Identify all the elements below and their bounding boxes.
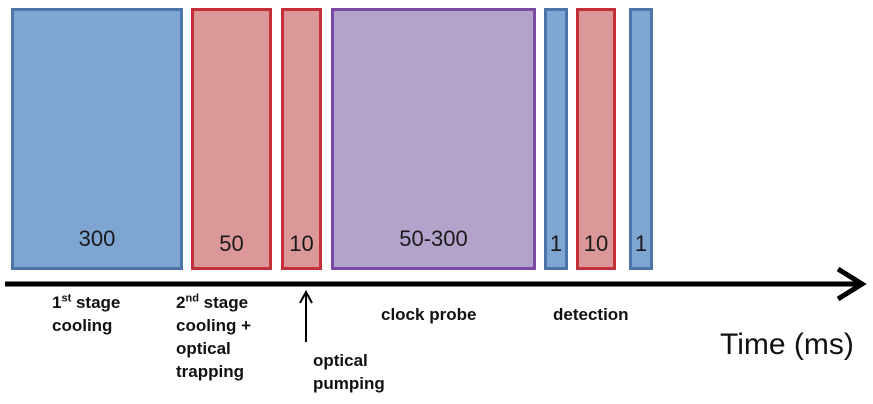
duration-label: 50 xyxy=(219,231,244,256)
label-line1-rest: stage xyxy=(71,293,121,312)
block-first-stage-cooling: 300 xyxy=(11,8,183,270)
block-detection-3: 1 xyxy=(629,8,653,270)
label-optical-pumping: optical pumping xyxy=(313,349,385,395)
duration-label: 10 xyxy=(583,231,609,256)
label-second-stage-cooling: 2nd stage cooling + optical trapping xyxy=(176,291,251,383)
duration-label: 1 xyxy=(549,231,563,256)
label-line2: cooling xyxy=(52,316,113,335)
label-line4: trapping xyxy=(176,362,244,381)
block-detection-2: 10 xyxy=(576,8,616,270)
block-second-stage-cooling: 50 xyxy=(191,8,272,270)
label-ordinal: 1 xyxy=(52,293,62,312)
label-line2: cooling + xyxy=(176,316,252,335)
label-first-stage-cooling: 1st stage cooling xyxy=(52,291,120,337)
label-detection: detection xyxy=(553,305,629,324)
time-axis-arrow xyxy=(5,266,867,302)
duration-label: 10 xyxy=(289,231,314,256)
label-line3: optical xyxy=(176,339,231,358)
block-detection-1: 1 xyxy=(544,8,568,270)
duration-label: 50-300 xyxy=(399,226,468,251)
duration-label: 300 xyxy=(78,226,116,251)
label-line2: pumping xyxy=(313,374,385,393)
label-ordinal: 2 xyxy=(176,293,186,312)
label-ordinal-suffix: st xyxy=(61,292,72,305)
block-optical-trapping: 10 xyxy=(281,8,322,270)
optical-pumping-arrow xyxy=(299,289,313,342)
duration-label: 1 xyxy=(634,231,648,256)
label-ordinal-suffix: nd xyxy=(185,292,199,305)
label-line1: optical xyxy=(313,351,368,370)
time-axis-label: Time (ms) xyxy=(720,328,854,361)
label-clock-probe: clock probe xyxy=(381,305,477,324)
block-clock-probe: 50-300 xyxy=(331,8,536,270)
label-line1-rest: stage xyxy=(198,293,249,312)
